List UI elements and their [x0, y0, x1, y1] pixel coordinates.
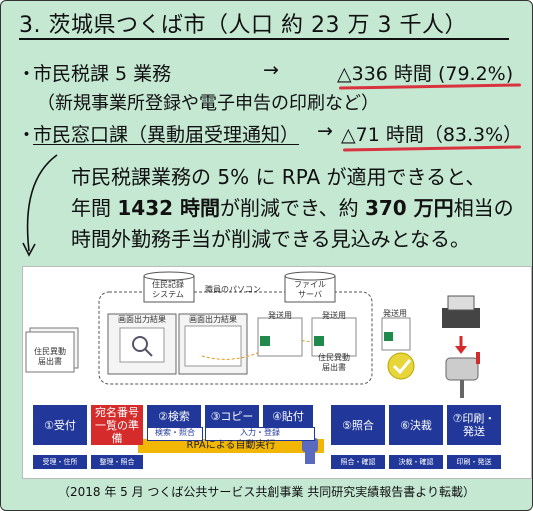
summary-line-3: 時間外勤務手当が削減できる見込みとなる。	[71, 227, 470, 251]
step-5-label: ⑤照合	[342, 418, 374, 432]
item-1-arrow: →	[263, 59, 279, 81]
item-1-result: △336 時間 (79.2%)	[337, 63, 514, 85]
send-label-2: 発送用	[322, 311, 346, 320]
server-label: ファイル サーバ	[285, 280, 335, 300]
rpa-bar	[138, 439, 324, 453]
doc-label-text: 住民異動 届出書	[34, 347, 66, 366]
summary-line-2-pre: 年間	[71, 196, 118, 220]
step-2: ②検索	[147, 405, 201, 427]
printer-icon	[442, 295, 480, 328]
step-7-label: ⑦印刷・ 発送	[452, 412, 496, 438]
pc-label: 職員のパソコン	[205, 285, 261, 294]
robot-icon	[302, 438, 318, 464]
sub-7: 印刷・発送	[447, 455, 501, 469]
screen-2-label: 画面出力結果	[189, 315, 237, 324]
database-icon	[143, 271, 195, 303]
step-3: ③コピー	[205, 405, 259, 427]
step-1: ①受付	[33, 405, 87, 445]
step-6: ⑥決裁	[389, 405, 443, 445]
item-1-name: 市民税課 5 業務	[33, 63, 172, 85]
item-2-result: △71 時間（83.3%）	[341, 124, 523, 146]
doc2-label-text: 住民異動 届出書	[318, 353, 350, 372]
step-2-label: ②検索	[158, 409, 190, 423]
doc-label: 住民異動 届出書	[26, 347, 74, 367]
item-2-arrow: →	[317, 120, 333, 142]
step-4: ④貼付	[263, 405, 313, 427]
step-prep-label: 宛名番号 一覧の準 備	[95, 405, 139, 445]
summary-line-2-mid: が削減でき、約	[220, 196, 365, 220]
screen-1-content	[119, 327, 165, 363]
item-2-name: 市民窓口課（異動届受理通知）	[33, 124, 300, 146]
summary-line-1: 市民税課業務の 5% に RPA が適用できると、	[71, 165, 486, 189]
summary-line-2: 年間 1432 時間が削減でき、約 370 万円相当の	[71, 193, 526, 224]
step-prep: 宛名番号 一覧の準 備	[91, 405, 143, 445]
step-3-label: ③コピー	[210, 409, 254, 423]
db-label: 住民記録 システム	[143, 280, 193, 300]
check-badge-icon	[387, 352, 415, 380]
screen-1-label: 画面出力結果	[118, 315, 166, 324]
db-label-text: 住民記録 システム	[152, 280, 184, 299]
item-2-row: ・市民窓口課（異動届受理通知）	[17, 120, 299, 147]
sub-2: 整理・照合	[91, 455, 143, 469]
step-4-label: ④貼付	[272, 409, 304, 423]
send-label-3: 発送用	[383, 309, 407, 318]
source-caption: （2018 年 5 月 つくば公共サービス共創事業 共同研究実績報告書より転載）	[57, 485, 475, 499]
summary-line-2-post: 相当の	[453, 196, 514, 220]
summary-text: 市民税課業務の 5% に RPA が適用できると、 年間 1432 時間が削減で…	[71, 162, 526, 255]
workflow-diagram-svg	[25, 271, 480, 464]
summary-yen: 370 万円	[364, 196, 454, 220]
item-1-row: ・市民税課 5 業務	[17, 59, 171, 86]
bullet-1: ・	[17, 63, 37, 85]
sub-1: 受理・住所	[33, 455, 87, 469]
pc-frame	[98, 291, 373, 385]
step-5: ⑤照合	[331, 405, 385, 445]
page-title: 3. 茨城県つくば市（人口 約 23 万 3 千人）	[19, 13, 467, 38]
sub-step-search: 検索・照合	[147, 427, 203, 441]
summary-hours: 1432 時間	[117, 196, 220, 220]
rpa-bar-label: RPAによる自動実行	[186, 440, 276, 451]
bullet-2: ・	[17, 124, 37, 146]
doc2-label: 住民異動 届出書	[312, 353, 356, 373]
server-label-text: ファイル サーバ	[294, 280, 326, 299]
magnifier-icon	[132, 336, 148, 352]
step-7: ⑦印刷・ 発送	[447, 405, 501, 445]
item-1-note: （新規事業所登録や電子申告の印刷など）	[37, 93, 379, 114]
step-1-label: ①受付	[44, 418, 76, 432]
mailbox-icon	[445, 352, 480, 398]
send-label-1: 発送用	[268, 311, 292, 320]
sub-step-input: 入力・登録	[205, 427, 315, 441]
step-6-label: ⑥決裁	[400, 418, 432, 432]
server-icon	[284, 271, 336, 303]
sub-5: 照合・確認	[331, 455, 385, 469]
sub-6: 決裁・確認	[389, 455, 443, 469]
title-underline	[19, 38, 509, 40]
curved-arrow-icon	[22, 154, 58, 257]
